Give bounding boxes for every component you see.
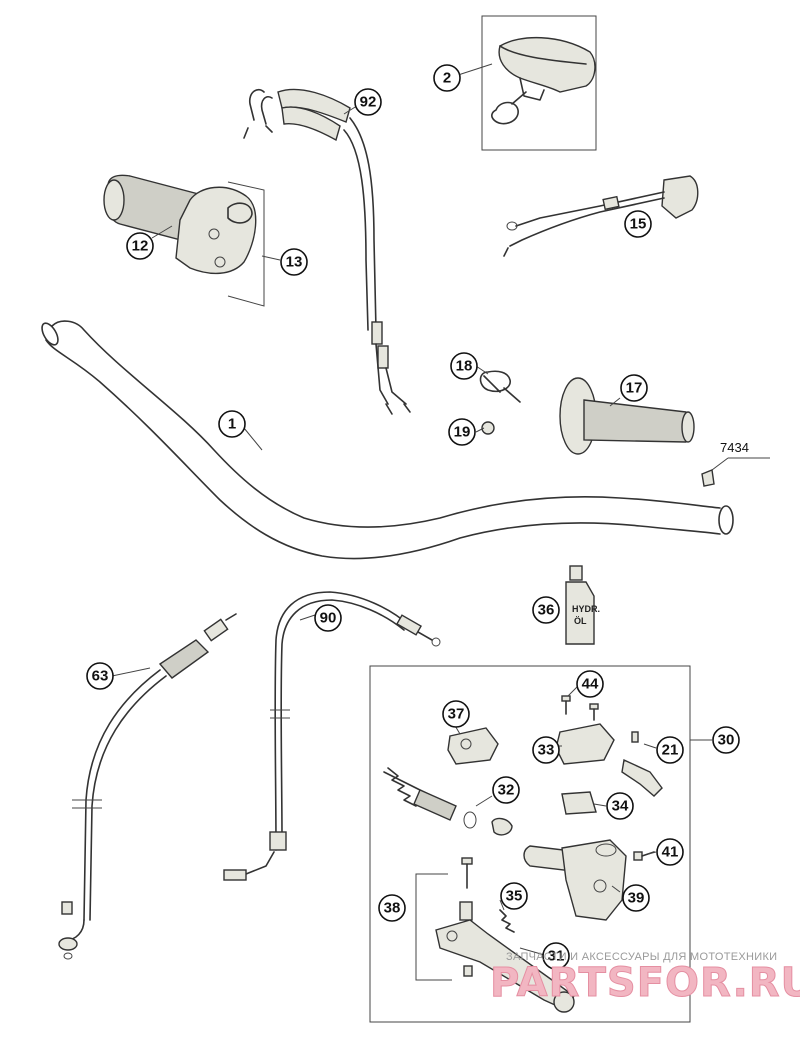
callout-34: 34 xyxy=(606,792,634,820)
svg-text:38: 38 xyxy=(384,900,401,917)
callout-18: 18 xyxy=(450,352,478,380)
svg-text:33: 33 xyxy=(538,742,555,759)
part-18-19-tie-nut xyxy=(479,370,521,435)
callout-15: 15 xyxy=(624,210,652,238)
svg-text:39: 39 xyxy=(628,890,645,907)
part-2-cover xyxy=(481,15,597,151)
svg-text:41: 41 xyxy=(662,844,679,861)
svg-text:36: 36 xyxy=(538,602,555,619)
part-36-oil-bottle: HYDR. ÖL xyxy=(565,565,600,645)
part-37-clamp xyxy=(447,727,499,765)
callout-1: 1 xyxy=(218,410,246,438)
callout-21: 21 xyxy=(656,736,684,764)
part-37-hole xyxy=(460,738,472,750)
part-12-13-throttle-grip xyxy=(103,174,265,307)
part-38-bolt-set xyxy=(415,857,473,981)
watermark-brand: PARTSFOR.RU xyxy=(490,960,800,1006)
part-code-label: 7434 xyxy=(720,440,749,455)
svg-text:34: 34 xyxy=(612,798,629,815)
part-1-handlebar xyxy=(41,320,770,560)
part-33-reservoir-cover xyxy=(555,723,615,765)
svg-text:19: 19 xyxy=(454,424,471,441)
svg-text:31: 31 xyxy=(548,948,565,965)
callout-12: 12 xyxy=(126,232,154,260)
watermark-caption: ЗАПЧАСТИ И АКСЕССУАРЫ ДЛЯ МОТОТЕХНИКИ xyxy=(506,951,777,963)
svg-text:35: 35 xyxy=(506,888,523,905)
part-34-diaphragm xyxy=(561,791,597,815)
part-44-screws xyxy=(561,695,599,721)
callout-17: 17 xyxy=(620,374,648,402)
callout-44: 44 xyxy=(576,670,604,698)
part-31-brake-lever xyxy=(435,919,575,1013)
svg-text:32: 32 xyxy=(498,782,515,799)
callout-30: 30 xyxy=(712,726,740,754)
part-92-throttle-cables xyxy=(243,88,411,415)
part-30-master-cylinder-group xyxy=(369,665,712,1023)
callout-39: 39 xyxy=(622,884,650,912)
callout-19: 19 xyxy=(448,418,476,446)
callout-2: 2 xyxy=(433,64,461,92)
callout-31: 31 xyxy=(542,942,570,970)
bottle-label-line1: HYDR. xyxy=(572,604,600,614)
part-35-spring xyxy=(499,909,515,933)
svg-text:18: 18 xyxy=(456,358,473,375)
callout-90: 90 xyxy=(314,604,342,632)
callout-33: 33 xyxy=(532,736,560,764)
svg-text:21: 21 xyxy=(662,742,679,759)
bottle-label-line2: ÖL xyxy=(574,616,587,626)
part-17-left-grip xyxy=(559,377,695,455)
part-21-lever-part xyxy=(621,731,663,797)
part-32-piston xyxy=(383,767,513,836)
part-15-switch xyxy=(503,175,699,257)
callout-13: 13 xyxy=(280,248,308,276)
callout-35: 35 xyxy=(500,882,528,910)
part-39-master-cylinder xyxy=(523,839,627,921)
svg-text:13: 13 xyxy=(286,254,303,271)
part-90-cable xyxy=(223,591,441,881)
callout-63: 63 xyxy=(86,662,114,690)
callout-32: 32 xyxy=(492,776,520,804)
leader-lines xyxy=(111,63,657,957)
callout-38: 38 xyxy=(378,894,406,922)
callout-41: 41 xyxy=(656,838,684,866)
svg-text:37: 37 xyxy=(448,706,465,723)
svg-text:2: 2 xyxy=(443,70,451,87)
watermark: ЗАПЧАСТИ И АКСЕССУАРЫ ДЛЯ МОТОТЕХНИКИ PA… xyxy=(490,951,800,1007)
svg-text:1: 1 xyxy=(228,416,236,433)
svg-text:92: 92 xyxy=(360,94,377,111)
svg-text:17: 17 xyxy=(626,380,643,397)
part-63-cable xyxy=(58,613,237,960)
svg-text:44: 44 xyxy=(582,676,599,693)
callout-37: 37 xyxy=(442,700,470,728)
callout-36: 36 xyxy=(532,596,560,624)
svg-text:90: 90 xyxy=(320,610,337,627)
callout-92: 92 xyxy=(354,88,382,116)
svg-text:12: 12 xyxy=(132,238,149,255)
svg-text:63: 63 xyxy=(92,668,109,685)
svg-text:30: 30 xyxy=(718,732,735,749)
svg-text:15: 15 xyxy=(630,216,647,233)
